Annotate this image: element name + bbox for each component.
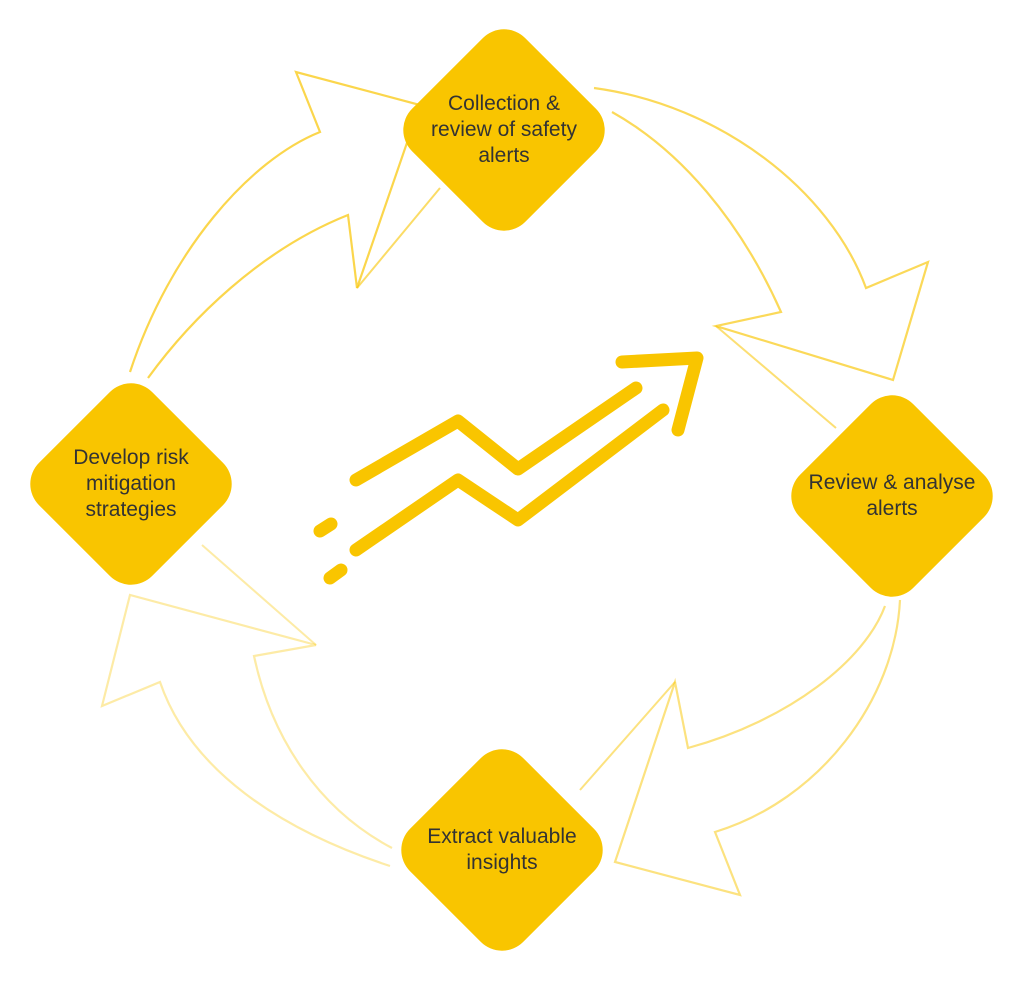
cycle-arrow-top-left <box>128 70 422 379</box>
cycle-connector-top <box>356 187 441 289</box>
cycle-arrow-bottom-left <box>100 593 393 868</box>
step-label: Review & analyse alerts <box>808 470 976 520</box>
step-collection-review: Collection & review of safety alerts <box>390 16 618 244</box>
cycle-arrow-top-right <box>593 86 930 382</box>
cycle-connector-bottom <box>579 681 676 791</box>
step-develop-strategies: Develop risk mitigation strategies <box>17 370 245 598</box>
cycle-connector-left <box>201 544 317 646</box>
cycle-arrow-bottom-right <box>613 599 902 897</box>
step-label: Develop risk mitigation strategies <box>73 445 189 522</box>
step-label: Collection & review of safety alerts <box>431 91 577 168</box>
step-label: Extract valuable insights <box>427 824 577 874</box>
step-review-analyse: Review & analyse alerts <box>778 382 1006 610</box>
step-extract-insights: Extract valuable insights <box>388 736 616 964</box>
cycle-connector-right <box>715 325 837 429</box>
trend-up-arrow-icon <box>313 351 704 585</box>
